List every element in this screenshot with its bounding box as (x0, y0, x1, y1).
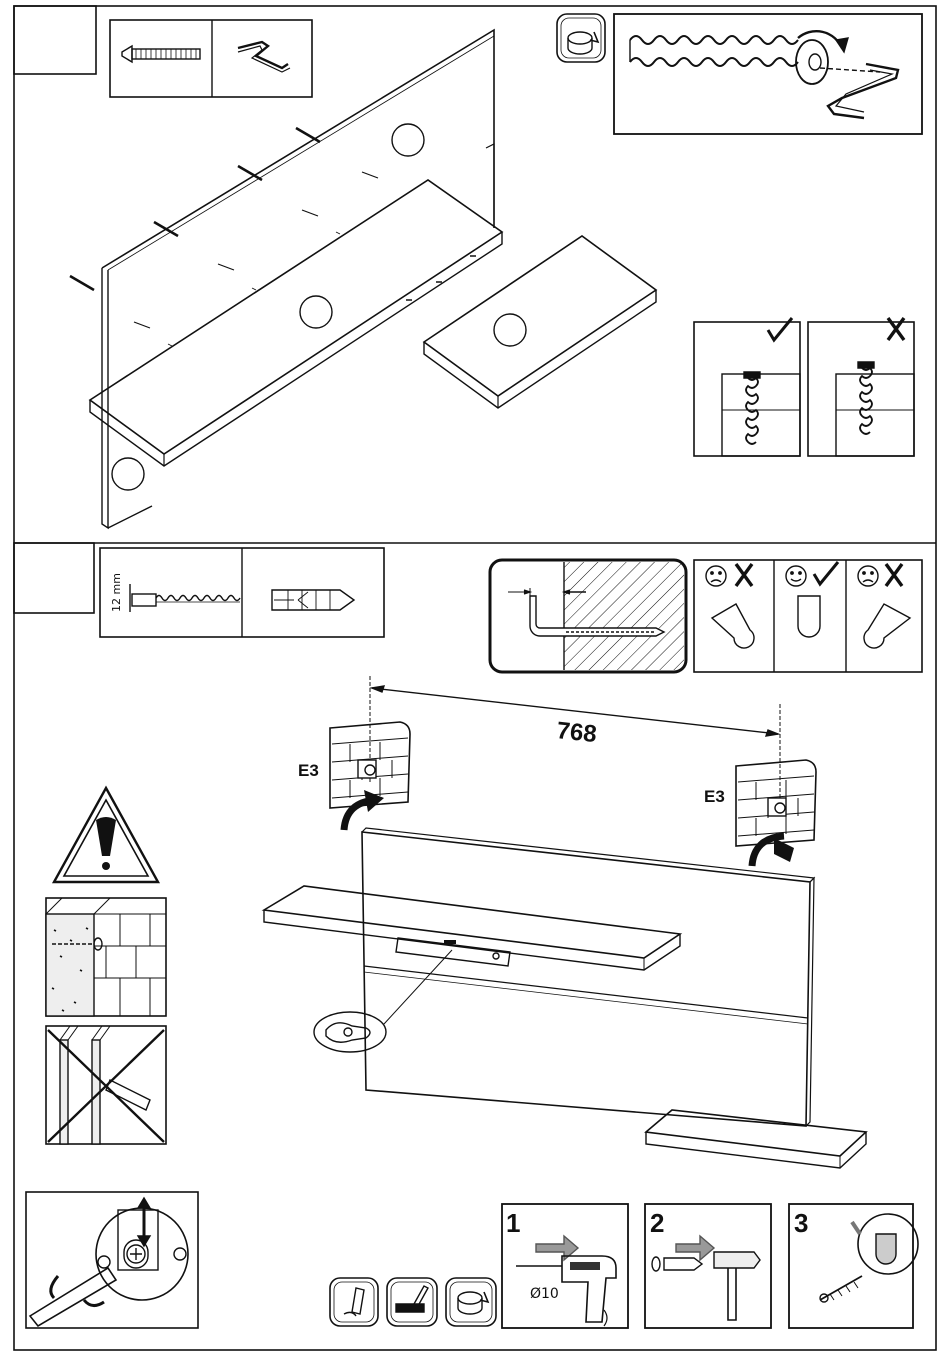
page-border (14, 6, 936, 1350)
correct-installation-box (694, 318, 800, 456)
connector-hole (392, 124, 424, 156)
drill-step-1-caption: Ø10 (530, 1286, 559, 1302)
step-two-hardware-box: 12 mm (100, 548, 384, 637)
hammer-tool-icon (387, 1278, 437, 1326)
hook-orientation-box (694, 560, 922, 672)
pencil-tool-icon (330, 1278, 378, 1326)
sad-face-icon (706, 566, 726, 586)
bolt-detail-box (614, 14, 922, 134)
dimension-label: 768 (555, 717, 598, 748)
bracket-label-left: E3 (298, 761, 319, 780)
step-one-number-box (14, 6, 96, 74)
hook-depth-detail (490, 560, 686, 672)
screw-length-label: 12 mm (110, 573, 123, 612)
step-one-hardware-box (110, 20, 312, 97)
drill-step-3-number: 3 (794, 1208, 808, 1238)
bracket-adjustment-detail (26, 1192, 198, 1328)
bottom-shelf (424, 236, 656, 408)
wall-bracket-right (736, 760, 816, 846)
incorrect-installation-box (808, 318, 914, 456)
lower-shelf (646, 1110, 866, 1168)
top-shelf (90, 180, 502, 466)
allen-key-icon (238, 42, 290, 72)
bolt-spring-icon (630, 36, 828, 84)
step-two-number-box (14, 543, 94, 613)
sad-face-icon (858, 566, 878, 586)
connector-hole (494, 314, 526, 346)
drill-step-2-number: 2 (650, 1208, 664, 1238)
connector-hole (112, 458, 144, 490)
allen-key-icon (828, 64, 898, 118)
bracket-label-right: E3 (704, 787, 725, 806)
drill-step-1-number: 1 (506, 1208, 520, 1238)
drill-step-1 (502, 1204, 628, 1328)
mounted-panel (362, 828, 814, 1126)
upper-shelf (264, 886, 680, 970)
wall-plug-icon (272, 590, 354, 610)
bolt-icon (122, 46, 200, 62)
screw-row (70, 128, 320, 290)
wood-screw-icon (130, 584, 240, 612)
happy-face-icon (786, 566, 806, 586)
masonry-wall-icon (46, 898, 166, 1016)
hollow-wall-not-allowed-icon (46, 1026, 166, 1144)
rotate-tool-icon (557, 14, 605, 62)
connector-hole (300, 296, 332, 328)
rotate-tool-icon (446, 1278, 496, 1326)
warning-triangle-icon (54, 788, 158, 882)
mounting-clip-detail (314, 950, 452, 1052)
